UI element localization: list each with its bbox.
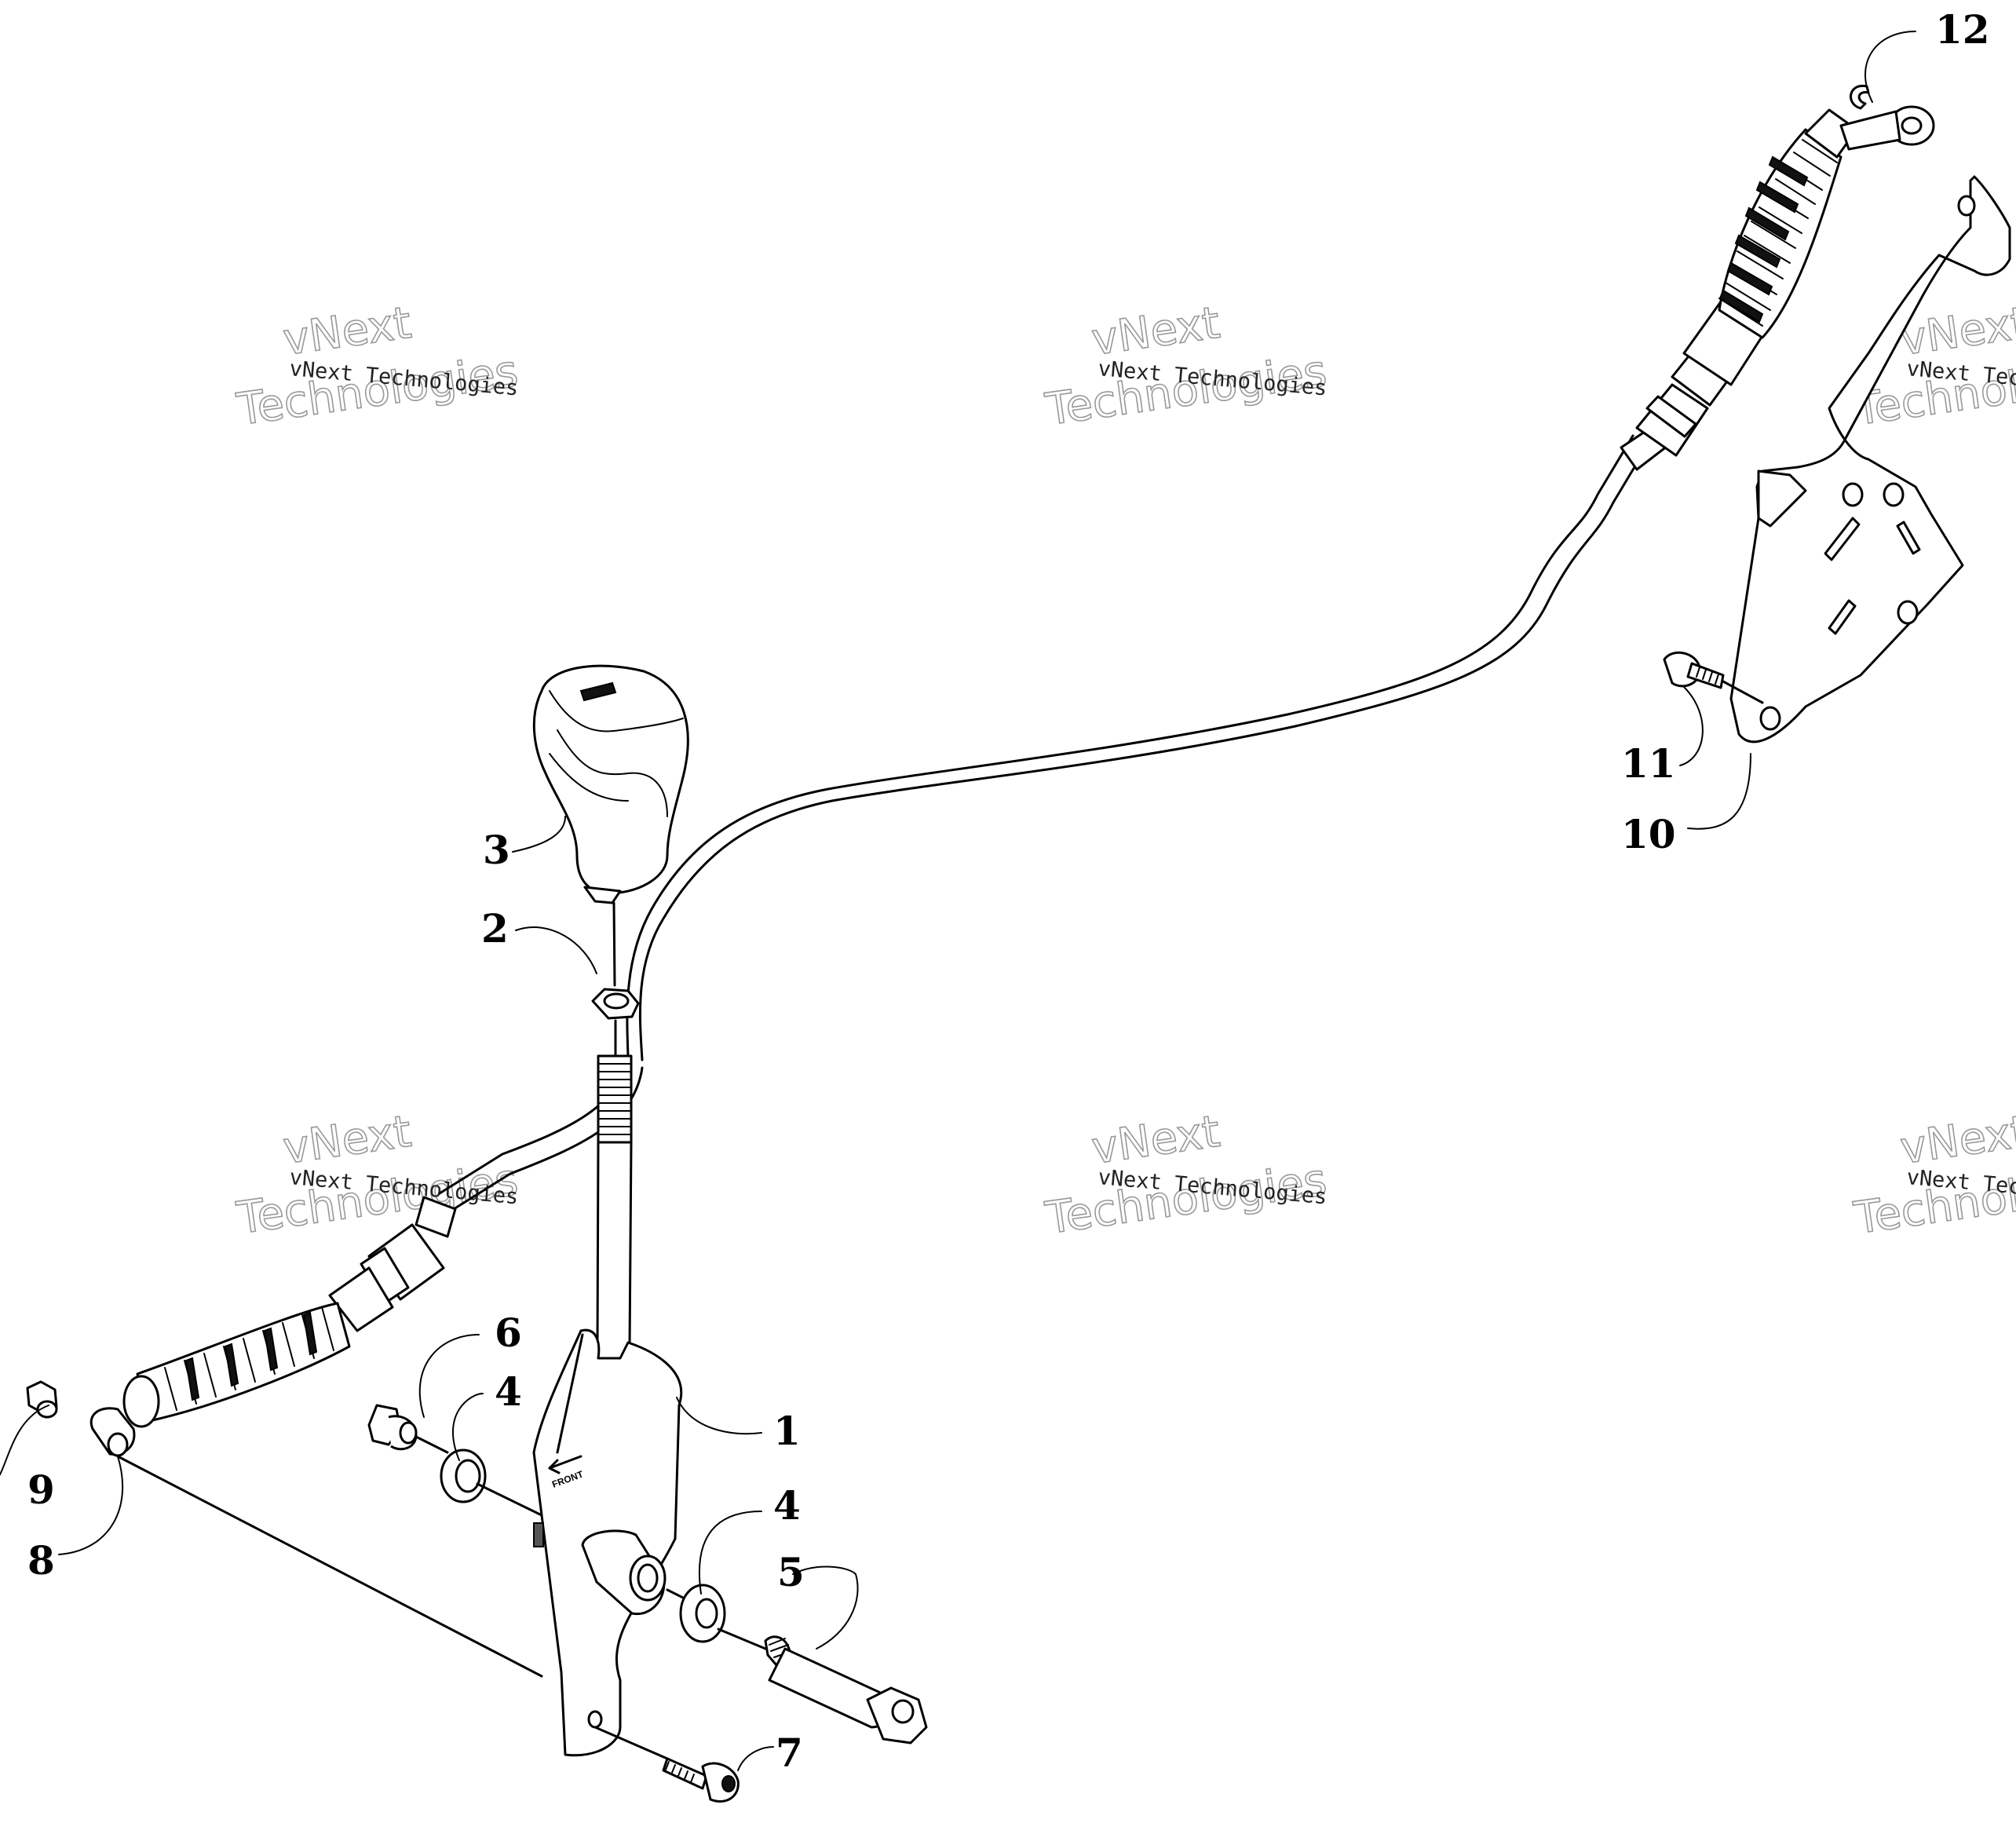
washer-part-4-left <box>440 1449 487 1503</box>
callout-10: 10 <box>1621 811 1676 857</box>
watermark: vNext Technologies <box>233 297 522 437</box>
watermark-big-line1: vNext <box>1897 1106 2016 1175</box>
callout-2: 2 <box>481 905 509 952</box>
watermark-big-line1: vNext <box>280 1106 415 1175</box>
callout-4-left: 4 <box>495 1368 522 1415</box>
callout-9: 9 <box>27 1467 55 1513</box>
shift-lever-part-1: FRONT <box>532 1054 682 1757</box>
cable-boot-lower <box>136 1302 351 1423</box>
cable-bracket-part-10 <box>1729 175 2011 743</box>
watermark-group: vNext Technologies vNext Technologies vN… <box>233 297 2016 1245</box>
screw-part-11 <box>1663 651 1764 704</box>
cable-boot-upper <box>1718 128 1843 339</box>
callout-12: 12 <box>1935 6 1990 53</box>
callout-1: 1 <box>773 1408 801 1454</box>
callouts: 1 2 3 4 4 5 6 7 8 9 10 11 12 <box>27 6 1990 1776</box>
callout-3: 3 <box>483 827 510 873</box>
watermark: vNext Technologies <box>1042 297 1331 437</box>
watermark: vNext Technologies <box>1042 1105 1331 1245</box>
cable-upper-end <box>1620 84 1935 471</box>
watermark-big-line1: vNext <box>1089 298 1223 366</box>
washer-part-4-right <box>679 1584 726 1643</box>
shift-knob-part-3 <box>532 664 689 1058</box>
screw-part-7 <box>593 1726 740 1803</box>
shoulder-bolt-part-5 <box>764 1635 928 1744</box>
flange-nut-part-6 <box>367 1404 418 1451</box>
leader-lines <box>0 31 1916 1771</box>
watermark: vNext Technologies <box>233 1105 522 1245</box>
jam-nut-part-2 <box>591 988 640 1020</box>
nut-part-9 <box>26 1380 58 1419</box>
callout-6: 6 <box>495 1310 522 1356</box>
watermark-big-line1: vNext <box>280 298 415 366</box>
bushing-part-8 <box>89 1407 136 1457</box>
cable-lower-end <box>26 1196 543 1678</box>
callout-8: 8 <box>27 1537 55 1584</box>
callout-4-right: 4 <box>773 1482 801 1529</box>
e-clip-part-12 <box>1850 84 1870 110</box>
callout-7: 7 <box>776 1730 803 1776</box>
callout-11: 11 <box>1621 740 1676 787</box>
callout-5: 5 <box>777 1549 805 1595</box>
watermark-big-line1: vNext <box>1089 1106 1223 1175</box>
